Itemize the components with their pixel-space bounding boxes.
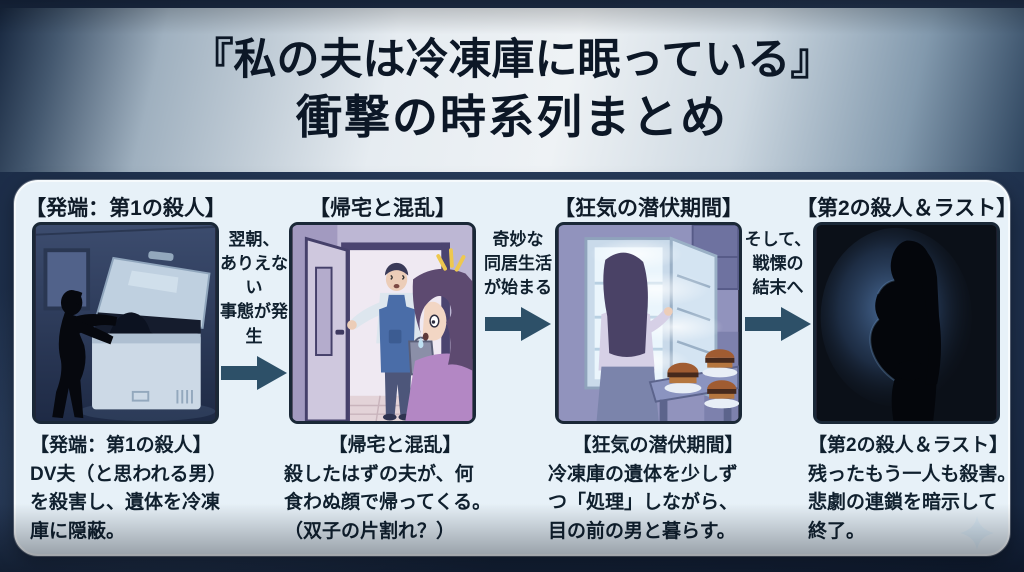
arrow3-label: そして、 戦慄の 結末へ xyxy=(744,230,812,298)
surprise-spark xyxy=(436,248,466,272)
lid-handle xyxy=(148,251,174,261)
panel3-caption-body: 冷凍庫の遺体を少しず つ「処理」しながら、 目の前の男と暮らす。 xyxy=(548,463,739,542)
panel1-caption-body: DV夫（と思われる男） を殺害し、遺体を冷凍 庫に隠蔽。 xyxy=(30,463,227,542)
subtitle: 衝撃の時系列まとめ xyxy=(296,91,728,144)
woman-back-view xyxy=(596,252,673,421)
arrow1-label: 翌朝、 ありえない 事態が発生 xyxy=(220,230,288,346)
panel2-illustration-doorway-scene xyxy=(289,222,476,424)
panel2-caption-title: 【帰宅と混乱】 xyxy=(328,435,462,456)
panel4-caption-body: 残ったもう一人も殺害。 悲劇の連鎖を暗示して 終了。 xyxy=(808,463,1017,542)
woman-silhouette xyxy=(52,290,118,419)
timeline-panel: 【発端：第1の殺人】 【帰宅と混乱】 【狂気の潜伏期間】 【第2の殺人＆ラスト】 xyxy=(14,180,1017,556)
pregnant-woman-silhouette xyxy=(869,240,942,421)
panel4-caption: 【第2の殺人＆ラスト】 残ったもう一人も殺害。 悲劇の連鎖を暗示して 終了。 xyxy=(808,432,1022,546)
sweat-drop xyxy=(418,337,424,349)
panel2-caption: 【帰宅と混乱】 殺したはずの夫が、何 食わぬ顔で帰ってくる。 （双子の片割れ？） xyxy=(284,432,506,546)
arrow2-label: 奇妙な 同居生活 が始まる xyxy=(484,230,552,298)
arrow-group-1: 翌朝、 ありえない 事態が発生 xyxy=(213,228,295,391)
hamburger xyxy=(702,349,738,378)
panel4-header: 【第2の殺人＆ラスト】 xyxy=(796,197,1018,220)
panel1-caption: 【発端：第1の殺人】 DV夫（と思われる男） を殺害し、遺体を冷凍 庫に隠蔽。 xyxy=(30,432,244,546)
sparkle-icon xyxy=(960,516,994,550)
hamburger xyxy=(704,380,739,409)
panel3-caption: 【狂気の潜伏期間】 冷凍庫の遺体を少しず つ「処理」しながら、 目の前の男と暮ら… xyxy=(548,432,768,546)
panel4-caption-title: 【第2の殺人＆ラスト】 xyxy=(808,435,1009,456)
panel1-illustration-freezer-scene xyxy=(32,222,219,424)
arrow-group-2: 奇妙な 同居生活 が始まる xyxy=(474,228,562,342)
panel3-illustration-freezer-meal-scene xyxy=(555,222,742,424)
panel2-caption-body: 殺したはずの夫が、何 食わぬ顔で帰ってくる。 （双子の片割れ？） xyxy=(284,463,492,542)
hamburger xyxy=(664,362,702,394)
husband-figure xyxy=(347,262,436,421)
right-arrow-icon xyxy=(485,307,551,342)
shocked-woman-figure xyxy=(405,248,473,421)
panel3-header: 【狂気の潜伏期間】 xyxy=(554,197,743,220)
panel1-caption-title: 【発端：第1の殺人】 xyxy=(30,435,212,456)
arrow-group-3: そして、 戦慄の 結末へ xyxy=(736,228,820,342)
panel4-illustration-pregnant-silhouette xyxy=(813,222,1000,424)
panel1-header: 【発端：第1の殺人】 xyxy=(25,197,226,220)
title-band: 『私の夫は冷凍庫に眠っている』 衝撃の時系列まとめ xyxy=(0,8,1024,172)
freezer-vent xyxy=(176,389,193,404)
main-title: 『私の夫は冷凍庫に眠っている』 xyxy=(190,36,834,85)
door-handle xyxy=(335,329,345,335)
table-with-hamburgers xyxy=(648,349,739,421)
panel3-caption-title: 【狂気の潜伏期間】 xyxy=(572,435,744,456)
right-arrow-icon xyxy=(745,307,811,342)
right-arrow-icon xyxy=(221,355,287,390)
chest-freezer xyxy=(92,333,201,410)
panel2-header: 【帰宅と混乱】 xyxy=(309,197,456,220)
